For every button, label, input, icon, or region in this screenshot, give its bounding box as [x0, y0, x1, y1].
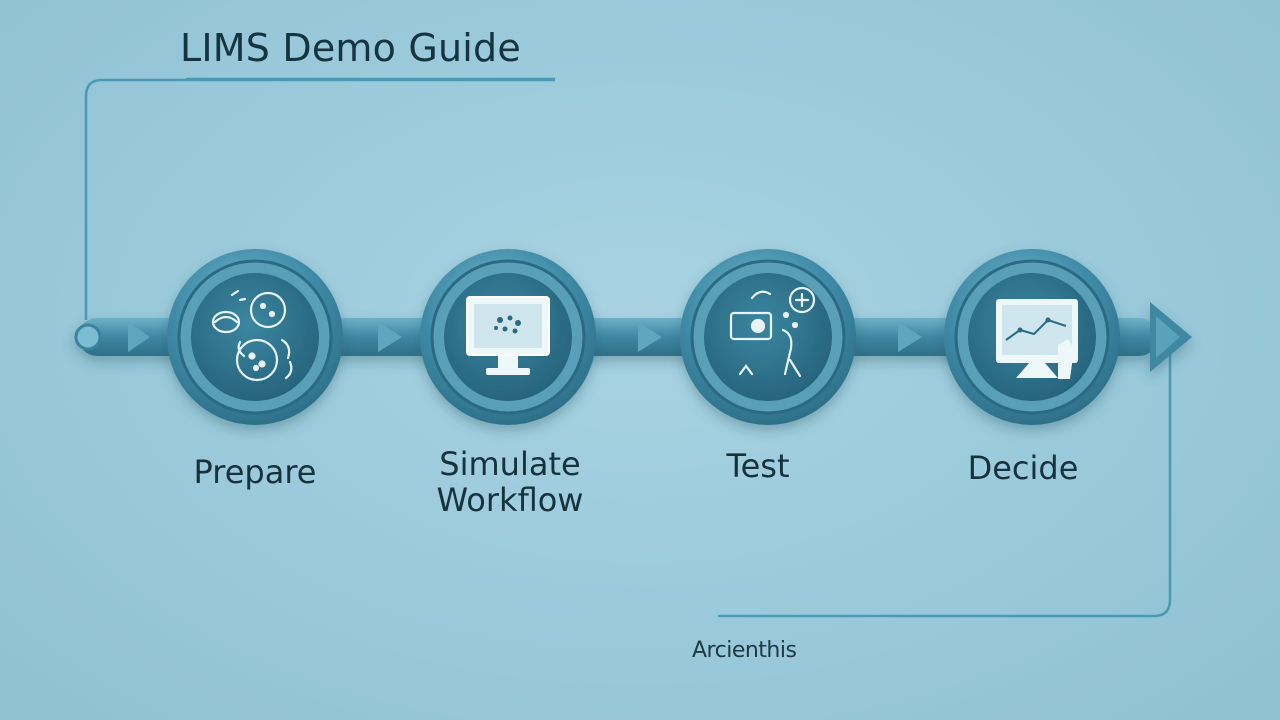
step-label-decide: Decide [967, 449, 1079, 487]
step-button-test[interactable] [680, 249, 856, 425]
chevron-arrow-icon [378, 322, 402, 352]
step-label-test: Test [726, 447, 790, 485]
lab-test-icon [729, 286, 816, 378]
chevron-arrow-icon [898, 322, 922, 352]
page-title: LIMS Demo Guide [180, 26, 521, 70]
step-button-prepare[interactable] [167, 249, 343, 425]
top-connector-line [84, 78, 555, 320]
chevron-arrow-icon [128, 322, 150, 352]
main-track [74, 302, 1192, 372]
step-label-simulate-workflow: Simulate Workflow [436, 445, 584, 519]
step-button-simulate-workflow[interactable] [420, 249, 596, 425]
step-node-prepare [167, 249, 343, 425]
step-button-decide[interactable] [944, 249, 1120, 425]
chevron-arrow-icon [638, 322, 662, 352]
bottom-connector-line [718, 345, 1172, 618]
lab-samples-icon [211, 289, 293, 382]
step-label-prepare: Prepare [193, 453, 317, 491]
monitor-icon [466, 296, 550, 375]
analytics-monitor-icon [996, 299, 1078, 379]
footer-label: Arcienthis [692, 638, 797, 663]
